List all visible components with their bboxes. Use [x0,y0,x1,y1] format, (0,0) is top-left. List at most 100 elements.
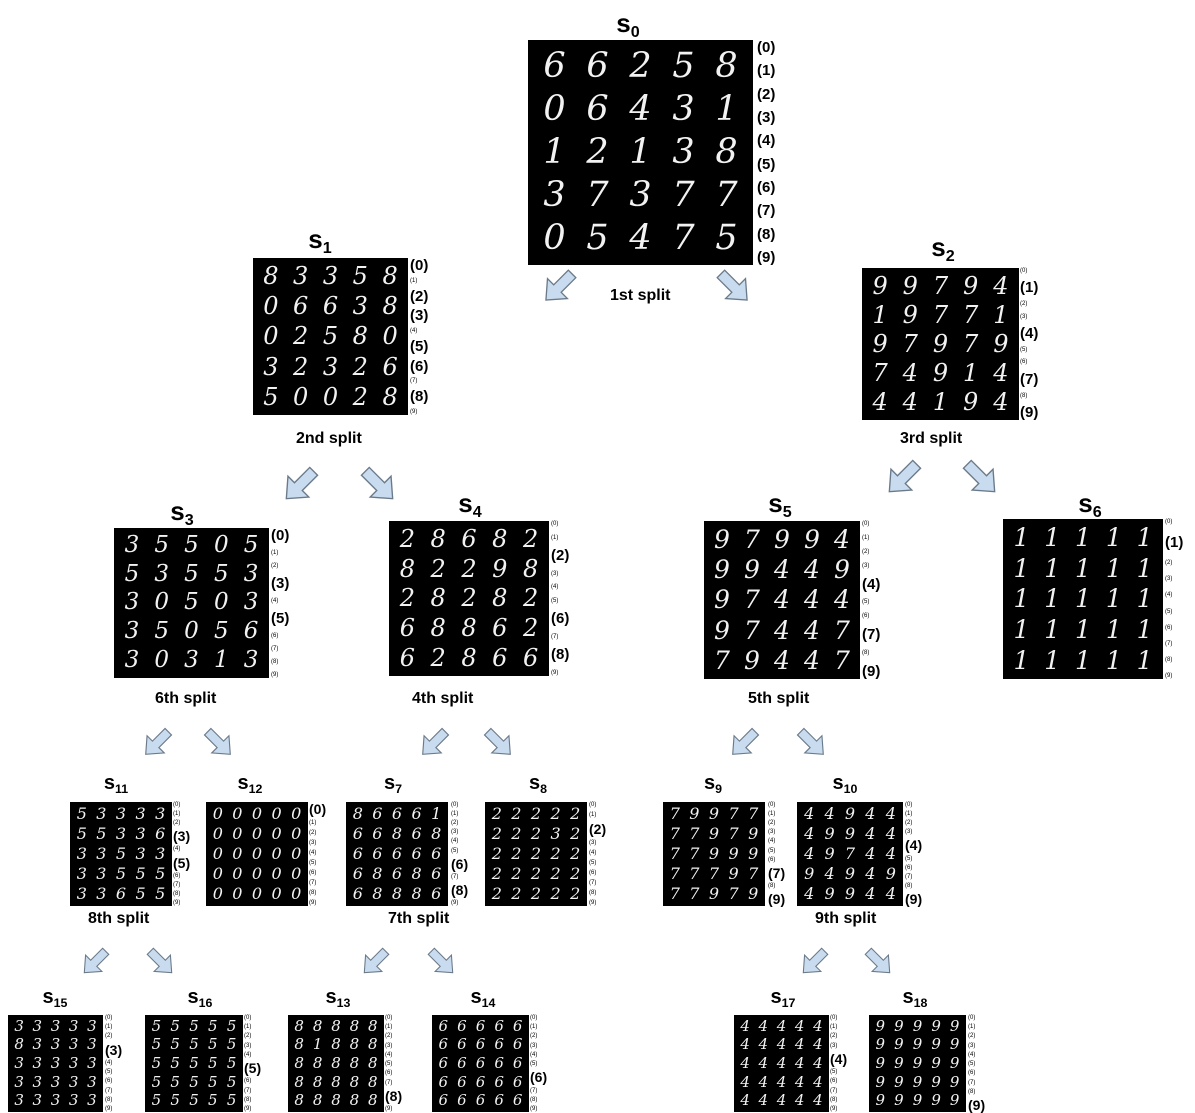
node-title-subscript: 12 [249,782,263,796]
digit-sample: 5 [111,844,131,864]
class-label: (5) [173,856,190,870]
digit-sample: 5 [177,531,207,560]
class-label: (0) [385,1015,402,1021]
digit-sample: 2 [507,844,527,864]
digit-sample: 3 [46,1054,64,1073]
arrow-shape [356,462,402,508]
digit-sample: 5 [206,560,236,589]
digit-sample: 5 [206,617,236,646]
class-label-list: (0)(1)(2)(3)(4)(5)(6)(7)(8)(9) [905,802,922,906]
class-label: (2) [244,1033,261,1039]
class-label: (8) [757,227,775,242]
digit-sample: 3 [28,1091,46,1110]
digit-sample: 7 [665,884,685,904]
digit-sample: 4 [895,359,925,388]
node-title-subscript: 15 [54,996,68,1010]
class-label: (9) [244,1106,261,1112]
digit-sample: 2 [515,524,546,554]
digit-sample: 4 [772,1091,790,1110]
digit-sample: 9 [890,1054,909,1073]
digit-sample: 8 [308,1091,326,1110]
class-label: (0) [905,802,922,808]
digit-sample: 1 [956,359,986,388]
class-label: (6) [830,1078,847,1084]
class-label: (8) [905,883,922,889]
digit-sample: 7 [662,217,705,260]
class-label: (0) [451,802,468,808]
class-label: (2) [968,1033,985,1039]
class-label: (7) [410,378,428,384]
digit-sample: 8 [290,1017,308,1036]
digit-sample: 6 [434,1017,453,1036]
class-label: (5) [551,598,569,604]
class-label: (8) [862,650,880,656]
digit-sample: 4 [799,824,819,844]
node-title-subscript: 5 [783,503,792,521]
node-title: s12 [220,772,280,796]
digit-sample: 5 [185,1036,204,1055]
class-label: (4) [862,577,880,592]
node-title: s4 [440,488,500,522]
digit-sample: 6 [348,884,368,904]
node-title: s2 [913,232,973,266]
digit-sample: 7 [956,300,986,329]
digit-sample: 6 [471,1054,490,1073]
digit-sample: 0 [208,824,228,844]
class-label: (0) [757,40,775,55]
split-arrow-left [138,724,176,762]
digit-sample: 6 [533,45,576,88]
arrow-shape [958,455,1004,501]
digit-sample: 9 [704,884,724,904]
class-label: (1) [410,278,428,284]
class-label: (9) [271,672,289,678]
sample-image-grid: 4444444444444444444444444 [734,1015,829,1112]
split-arrow-left [537,265,581,309]
class-label: (8) [589,890,606,896]
digit-sample: 5 [203,1054,222,1073]
node-title: s13 [308,986,368,1010]
digit-sample: 5 [256,382,286,412]
digit-sample: 2 [546,844,566,864]
digit-sample: 3 [83,1054,101,1073]
class-label: (3) [309,840,326,846]
class-label: (0) [410,258,428,273]
digit-sample: 6 [453,1036,472,1055]
sample-image-grid: 5555555555555555555555555 [145,1015,243,1112]
digit-sample: 5 [147,1036,166,1055]
class-label: (8) [1165,657,1183,663]
digit-sample: 1 [1037,614,1068,645]
digit-sample: 5 [222,1017,241,1036]
class-label: (1) [1165,535,1183,550]
digit-sample: 4 [767,615,797,645]
digit-sample: 8 [308,1017,326,1036]
digit-sample: 8 [426,824,446,844]
class-label: (6) [451,857,468,871]
class-label: (9) [862,664,880,679]
node-title-subscript: 4 [473,503,482,521]
digit-sample: 2 [454,584,485,614]
digit-sample: 8 [387,884,407,904]
class-label: (6) [968,1070,985,1076]
digit-sample: 6 [484,613,515,643]
split-arrow-right [793,724,831,762]
digit-sample: 6 [348,864,368,884]
class-label-list: (0)(1)(2)(3)(4)(5)(6)(7)(8)(9) [1165,519,1183,679]
digit-sample: 4 [772,1073,790,1092]
class-label: (6) [244,1078,261,1084]
class-label: (1) [757,63,775,78]
split-arrow-left [415,724,453,762]
digit-sample: 3 [236,560,266,589]
digit-sample: 8 [290,1036,308,1055]
digit-sample: 8 [345,1091,363,1110]
digit-sample: 9 [945,1054,964,1073]
class-label: (2) [757,87,775,102]
digit-sample: 3 [286,261,316,291]
class-label: (7) [589,880,606,886]
digit-sample: 9 [743,824,763,844]
digit-sample: 1 [1006,553,1037,584]
class-label-list: (0)(1)(2)(3)(4)(5)(6)(7)(8)(9) [830,1015,847,1112]
class-label: (3) [768,829,785,835]
node-title: s3 [152,496,212,530]
digit-sample: 0 [228,824,248,844]
digit-sample: 2 [423,643,454,673]
